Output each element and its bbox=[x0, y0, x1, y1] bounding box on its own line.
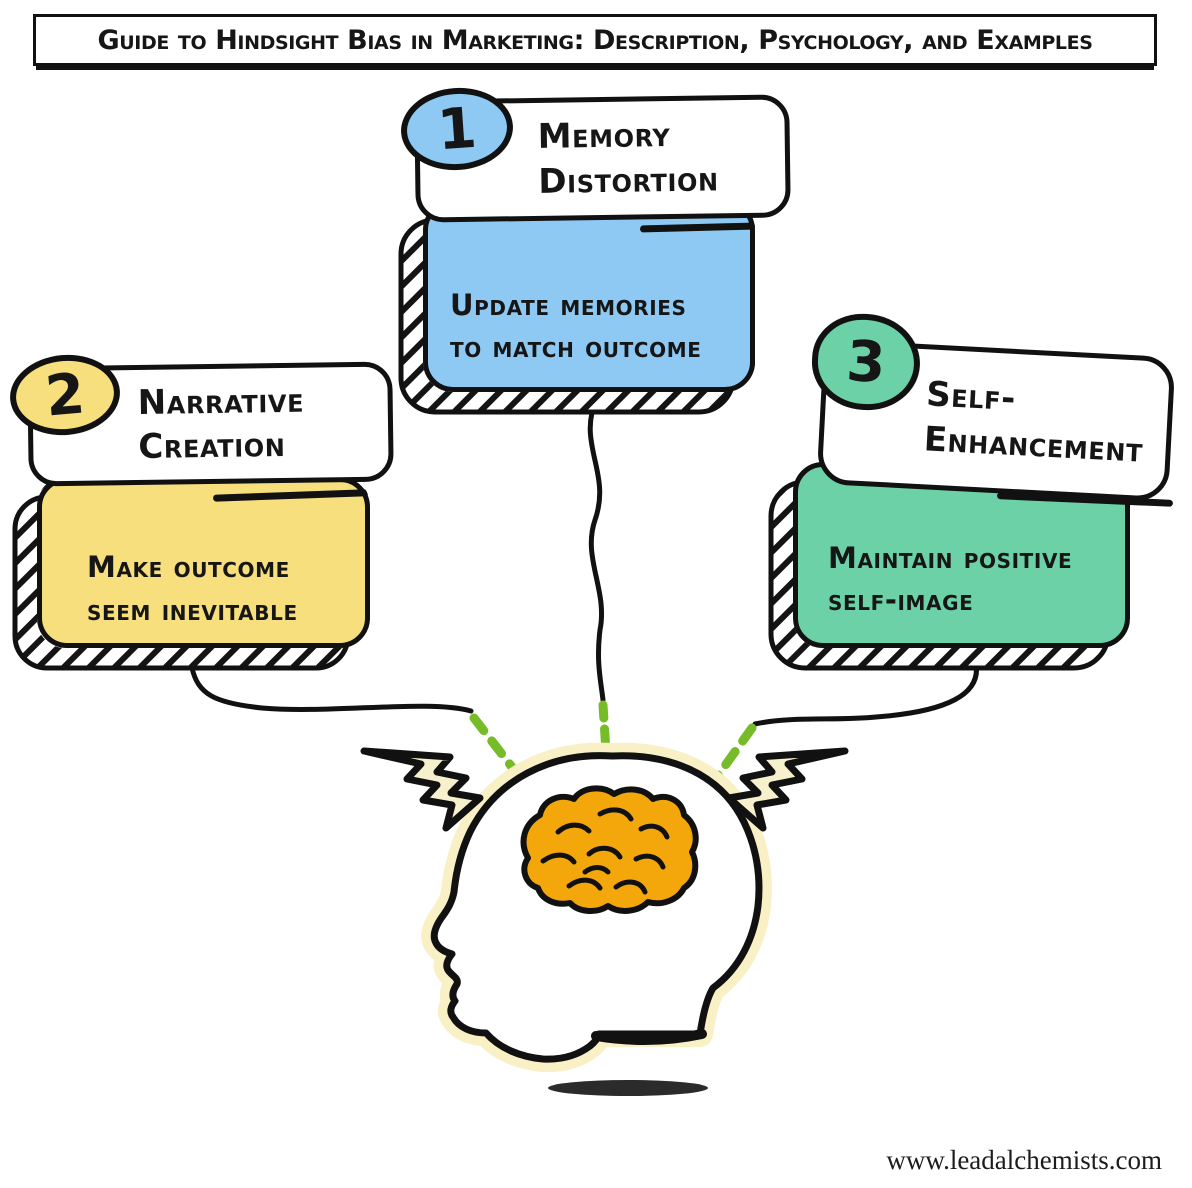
lightning-bolt-right-icon bbox=[729, 751, 845, 828]
head-shadow bbox=[548, 1080, 708, 1096]
connector-line-right bbox=[752, 653, 979, 727]
connector-line-left bbox=[189, 665, 474, 714]
brain-icon bbox=[520, 785, 699, 914]
title-box: Guide to Hindsight Bias in Marketing: De… bbox=[33, 14, 1157, 66]
connector-lines bbox=[189, 395, 979, 727]
card-body-line: Update memories bbox=[450, 287, 687, 322]
card-body-line: seem inevitable bbox=[87, 592, 298, 627]
signal-dash-right bbox=[709, 723, 757, 786]
watermark-url: www.leadalchemists.com bbox=[886, 1145, 1162, 1175]
connector-line-middle bbox=[587, 395, 606, 703]
card-body-text: Make outcome seem inevitable bbox=[87, 546, 357, 630]
card-number: 3 bbox=[844, 328, 888, 396]
card-body-line: Maintain positive bbox=[828, 540, 1073, 575]
card-title-line: Enhancement bbox=[922, 418, 1145, 471]
card-number: 1 bbox=[435, 95, 479, 163]
card-self-enhancement: Maintain positive self-image Self- Enhan… bbox=[765, 300, 1192, 675]
lightning-bolts bbox=[360, 747, 845, 832]
card-body: Make outcome seem inevitable bbox=[37, 477, 370, 648]
card-title-line: Creation bbox=[138, 424, 286, 468]
card-body: Update memories to match outcome bbox=[423, 200, 755, 392]
card-title-line: Narrative bbox=[137, 380, 305, 423]
card-title-line: Memory bbox=[537, 115, 671, 158]
lightning-bolt-left-icon bbox=[360, 747, 484, 832]
card-memory-distortion: Update memories to match outcome Memory … bbox=[395, 84, 795, 425]
card-body-line: self-image bbox=[828, 583, 974, 617]
neck-line bbox=[591, 1029, 707, 1046]
card-title-line: Self- bbox=[925, 374, 1017, 420]
card-title: Self- Enhancement bbox=[923, 373, 1169, 474]
signal-dash-left bbox=[469, 713, 520, 776]
card-narrative-creation: Make outcome seem inevitable Narrative C… bbox=[0, 345, 410, 680]
card-title: Narrative Creation bbox=[137, 377, 388, 469]
card-title: Memory Distortion bbox=[537, 112, 785, 204]
card-body-text: Maintain positive self-image bbox=[828, 537, 1117, 621]
card-title-line: Distortion bbox=[538, 158, 719, 202]
card-number: 2 bbox=[42, 360, 88, 430]
page-title: Guide to Hindsight Bias in Marketing: De… bbox=[97, 24, 1093, 56]
card-body-line: Make outcome bbox=[87, 550, 290, 585]
card-body-line: to match outcome bbox=[450, 330, 702, 364]
card-body-text: Update memories to match outcome bbox=[450, 284, 740, 368]
